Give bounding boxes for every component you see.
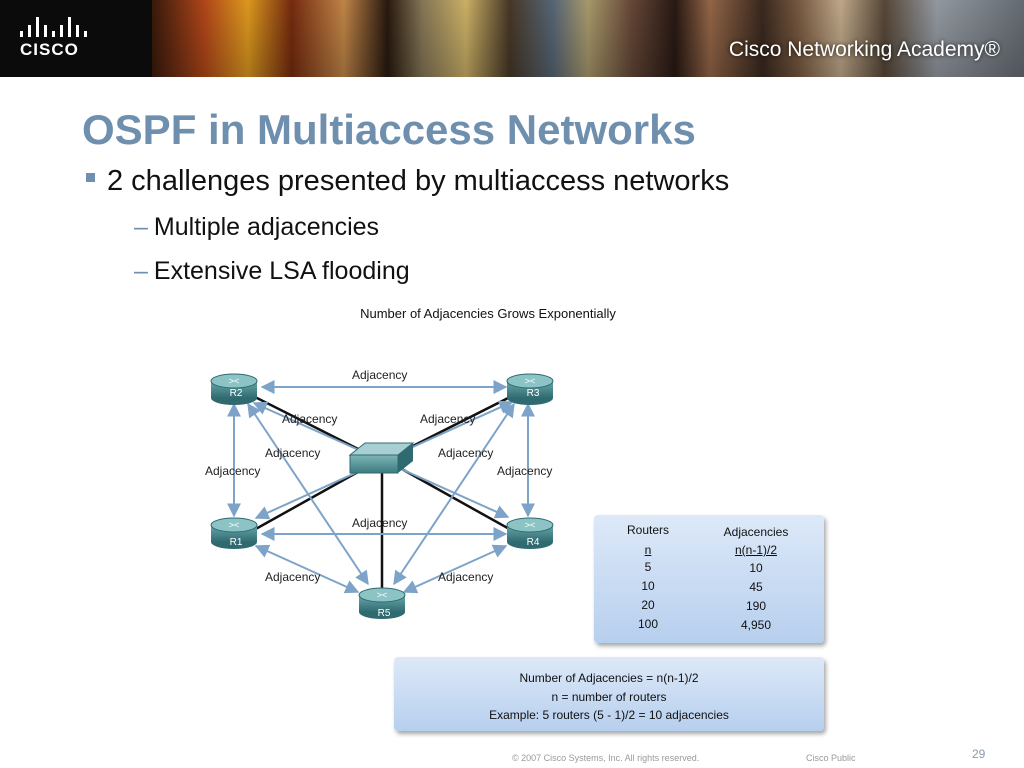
table-header: Routers <box>626 523 670 537</box>
svg-text:><: >< <box>525 376 536 386</box>
switch-icon <box>348 442 415 474</box>
router-label: R4 <box>527 537 540 548</box>
router-r3-icon: >< R3 <box>506 373 554 405</box>
header-banner: CISCO Cisco Networking Academy® <box>0 0 1024 77</box>
svg-text:><: >< <box>229 520 240 530</box>
router-r1-icon: >< R1 <box>210 517 258 549</box>
sub-bullet-item: –Multiple adjacencies <box>134 213 379 242</box>
dash-icon: – <box>134 257 148 285</box>
adjacency-label: Adjacency <box>352 516 407 530</box>
table-cell: 100 <box>637 617 659 631</box>
adjacency-label: Adjacency <box>205 464 260 478</box>
router-r5-icon: >< R5 <box>358 587 406 619</box>
cisco-logo: CISCO <box>0 0 152 77</box>
svg-text:><: >< <box>229 376 240 386</box>
dash-icon: – <box>134 213 148 241</box>
table-cell: n(n-1)/2 <box>734 543 778 557</box>
router-r4-icon: >< R4 <box>506 517 554 549</box>
adjacency-label: Adjacency <box>420 412 475 426</box>
footer-copyright: © 2007 Cisco Systems, Inc. All rights re… <box>512 753 700 763</box>
table-cell: n <box>644 543 652 557</box>
svg-text:><: >< <box>377 590 388 600</box>
sub-bullet-item: –Extensive LSA flooding <box>134 257 410 286</box>
formula-line: Example: 5 routers (5 - 1)/2 = 10 adjace… <box>489 708 729 722</box>
slide-title: OSPF in Multiaccess Networks <box>82 106 696 153</box>
academy-title: Cisco Networking Academy® <box>728 38 1000 61</box>
sub-bullet-text: Multiple adjacencies <box>153 213 380 241</box>
adjacency-label: Adjacency <box>438 570 493 584</box>
adjacency-label: Adjacency <box>352 368 407 382</box>
router-label: R5 <box>378 608 391 619</box>
table-cell: 10 <box>749 561 763 575</box>
adjacency-label: Adjacency <box>282 412 337 426</box>
formula-line: n = number of routers <box>551 690 667 704</box>
adjacency-table: Routers n 5 10 20 100 Adjacencies n(n-1)… <box>594 515 824 643</box>
router-label: R3 <box>527 388 540 399</box>
bullet-item: 2 challenges presented by multiaccess ne… <box>86 165 729 198</box>
table-cell: 190 <box>745 599 767 613</box>
bullet-square-icon <box>86 172 95 182</box>
table-cell: 5 <box>644 560 652 574</box>
router-label: R2 <box>230 388 243 399</box>
table-header: Adjacencies <box>723 525 789 539</box>
sub-bullet-text: Extensive LSA flooding <box>153 257 410 285</box>
bullet-text: 2 challenges presented by multiaccess ne… <box>107 165 730 197</box>
adjacency-label: Adjacency <box>497 464 552 478</box>
formula-box: Number of Adjacencies = n(n-1)/2 n = num… <box>394 657 824 731</box>
table-cell: 10 <box>641 579 655 593</box>
figure-caption: Number of Adjacencies Grows Exponentiall… <box>360 306 616 321</box>
adjacency-label: Adjacency <box>265 446 320 460</box>
banner-photo-strip <box>152 0 1024 77</box>
table-cell: 45 <box>749 580 763 594</box>
formula-line: Number of Adjacencies = n(n-1)/2 <box>519 671 699 685</box>
router-r2-icon: >< R2 <box>210 373 258 405</box>
cisco-logo-text: CISCO <box>20 40 79 59</box>
svg-text:><: >< <box>525 520 536 530</box>
table-cell: 4,950 <box>740 618 772 632</box>
footer-classification: Cisco Public <box>806 753 856 763</box>
page-number: 29 <box>972 747 986 761</box>
adjacency-label: Adjacency <box>265 570 320 584</box>
table-cell: 20 <box>641 598 655 612</box>
router-label: R1 <box>230 537 243 548</box>
adjacency-label: Adjacency <box>438 446 493 460</box>
cisco-bars-icon <box>20 17 90 37</box>
